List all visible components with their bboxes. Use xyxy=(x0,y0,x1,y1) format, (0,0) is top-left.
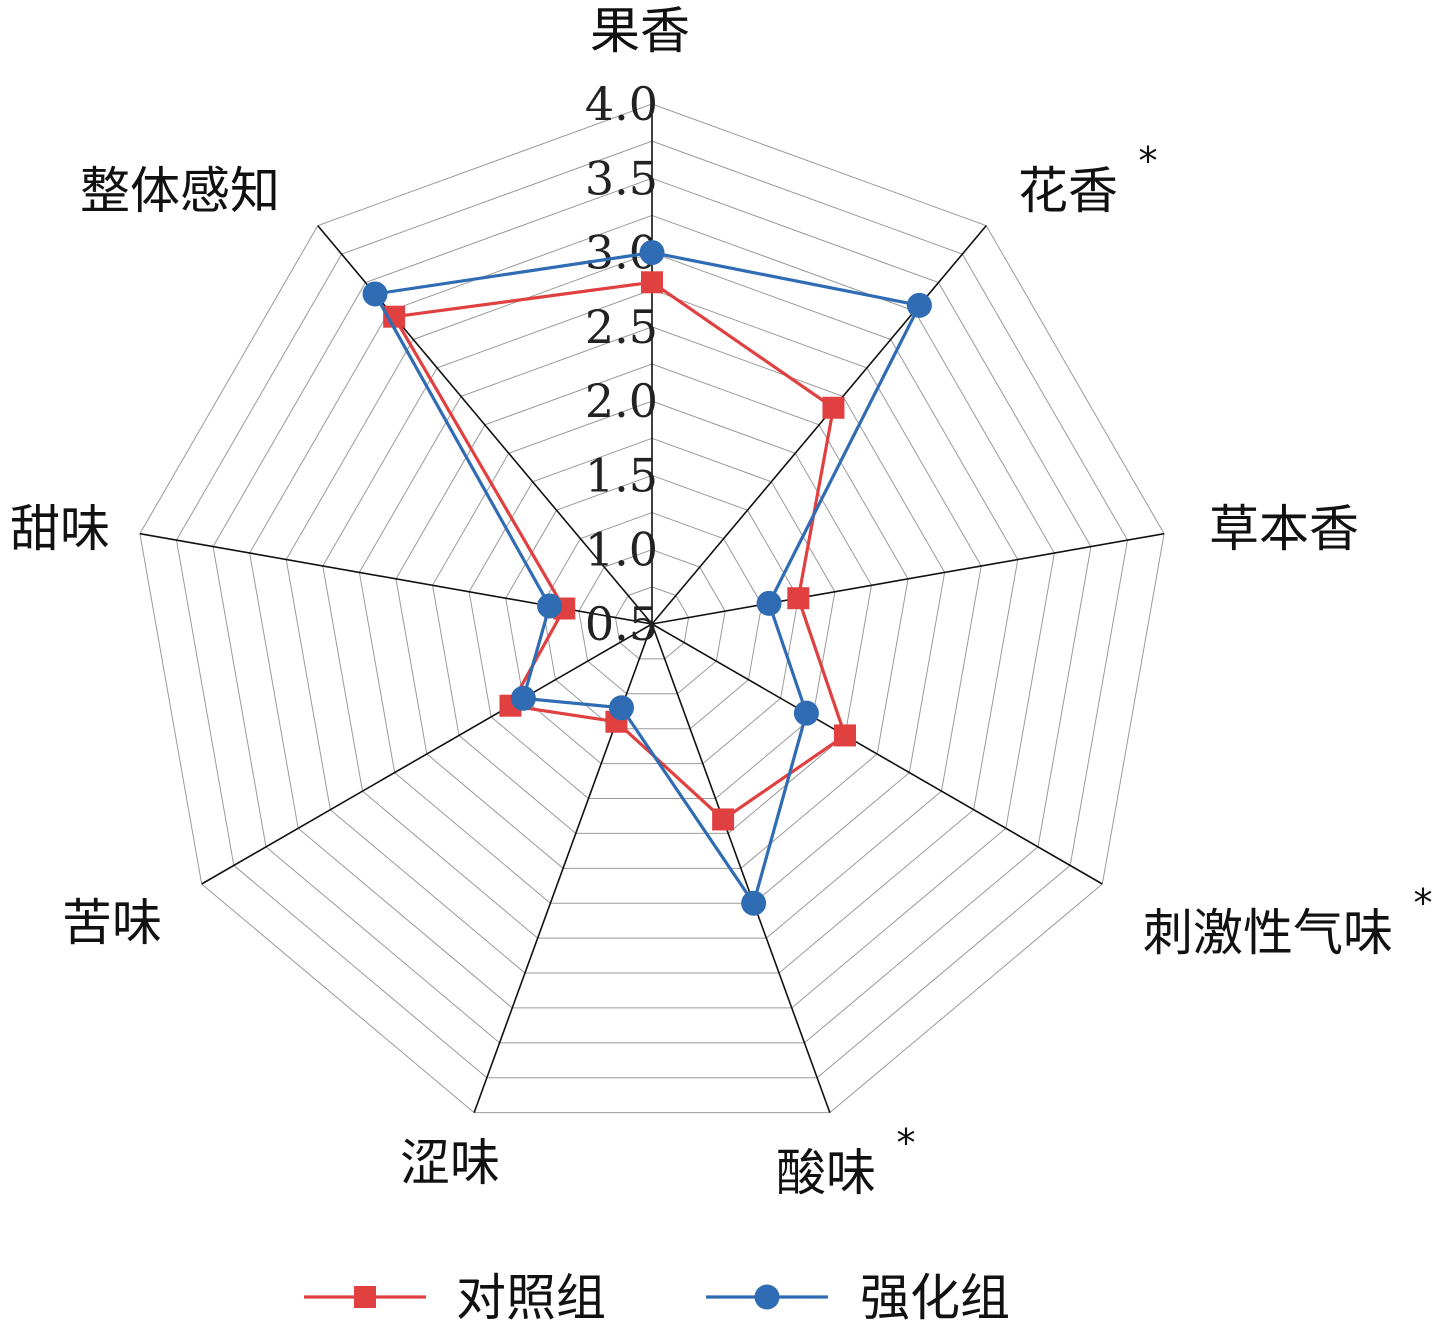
grid-ring-1 xyxy=(614,586,690,660)
tick-label-0: 0.5 xyxy=(585,597,658,651)
series-1-point-8 xyxy=(362,281,388,307)
spoke-2 xyxy=(651,532,1165,625)
tick-label-3: 2.0 xyxy=(585,374,658,428)
grid-ring-11 xyxy=(249,214,1055,1009)
significance-marker-4: * xyxy=(897,1121,916,1165)
spoke-6 xyxy=(201,623,653,885)
legend-item-1: 强化组 xyxy=(706,1269,1010,1326)
significance-marker-3: * xyxy=(1414,881,1433,925)
axis-label-8: 整体感知 xyxy=(80,162,280,220)
series-1-point-6 xyxy=(510,685,536,711)
series-0-point-1 xyxy=(822,396,845,419)
series-layer xyxy=(362,240,932,916)
series-0-point-8 xyxy=(383,305,406,328)
tick-label-6: 3.5 xyxy=(585,151,658,205)
spoke-1 xyxy=(651,225,987,625)
series-0-point-4 xyxy=(712,808,735,831)
grid-ring-8 xyxy=(358,326,946,904)
grid-ring-13 xyxy=(175,140,1129,1079)
tick-label-1: 1.0 xyxy=(585,523,658,577)
axis-label-1: 花香 xyxy=(1018,162,1118,220)
tick-label-2: 1.5 xyxy=(585,448,658,502)
series-1 xyxy=(362,240,932,916)
axis-label-6: 苦味 xyxy=(62,894,162,952)
legend-item-0: 对照组 xyxy=(304,1269,606,1326)
significance-marker-1: * xyxy=(1139,139,1158,183)
spoke-3 xyxy=(651,623,1103,885)
series-1-point-3 xyxy=(793,700,819,726)
tick-label-7: 4.0 xyxy=(585,77,658,131)
series-1-point-2 xyxy=(756,590,782,616)
grid-ring-9 xyxy=(322,289,982,939)
series-1-point-1 xyxy=(906,292,932,318)
grid-ring-2 xyxy=(578,549,726,695)
axis-label-3: 刺激性气味 xyxy=(1143,904,1393,962)
grid-ring-12 xyxy=(212,177,1092,1044)
series-line-1 xyxy=(372,250,922,907)
axis-label-5: 涩味 xyxy=(400,1134,500,1192)
series-1-point-0 xyxy=(639,240,665,266)
grid-ring-6 xyxy=(432,400,872,834)
axis-label-2: 草本香 xyxy=(1209,500,1359,558)
legend-label-1: 强化组 xyxy=(860,1269,1010,1326)
grid-ring-7 xyxy=(395,363,909,869)
series-1-point-5 xyxy=(609,695,635,721)
tick-label-4: 2.5 xyxy=(585,300,658,354)
axis-label-7: 甜味 xyxy=(10,500,110,558)
series-0-point-3 xyxy=(833,724,856,747)
series-1-point-4 xyxy=(741,890,767,916)
spoke-4 xyxy=(651,623,831,1113)
grid-layer xyxy=(139,103,1165,1114)
grid-ring-10 xyxy=(285,252,1019,974)
legend: 对照组 强化组 xyxy=(304,1269,1010,1326)
tick-labels: 0.51.01.52.02.53.03.54.0 xyxy=(585,77,658,651)
axis-label-4: 酸味 xyxy=(776,1144,876,1202)
series-0-point-0 xyxy=(641,271,663,294)
series-0-point-2 xyxy=(787,587,810,610)
grid-ring-14 xyxy=(139,103,1165,1114)
legend-marker-1 xyxy=(754,1284,780,1310)
series-1-point-7 xyxy=(537,593,563,619)
grid-ring-3 xyxy=(541,512,763,730)
axis-label-0: 果香 xyxy=(590,2,690,60)
legend-marker-0 xyxy=(354,1286,376,1308)
series-line-0 xyxy=(391,280,847,822)
legend-label-0: 对照组 xyxy=(456,1269,606,1326)
